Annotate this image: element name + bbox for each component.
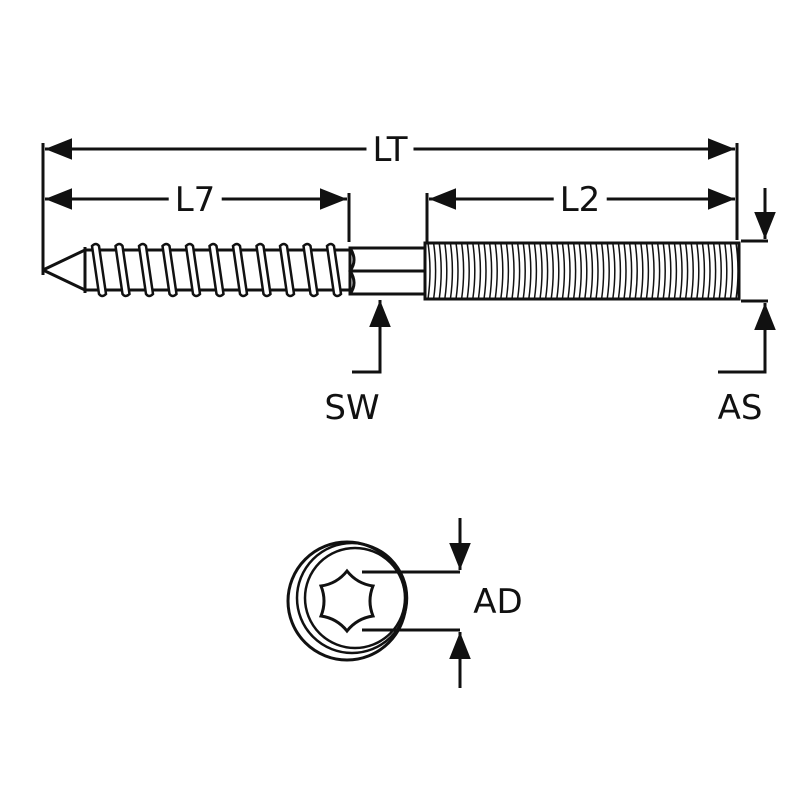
sw-leader	[352, 300, 391, 374]
sw-label: SW	[318, 391, 386, 425]
l7-label: L7	[168, 183, 222, 217]
as-label: AS	[711, 391, 769, 425]
ad-label: AD	[473, 582, 523, 622]
as-top-arrow	[741, 188, 768, 241]
lt-label: LT	[366, 133, 414, 167]
torx-drive-icon	[318, 568, 376, 634]
screw-end-view	[286, 518, 471, 688]
as-bottom-arrow	[718, 301, 768, 374]
l2-label: L2	[553, 183, 607, 217]
screw-side-view	[42, 241, 741, 301]
